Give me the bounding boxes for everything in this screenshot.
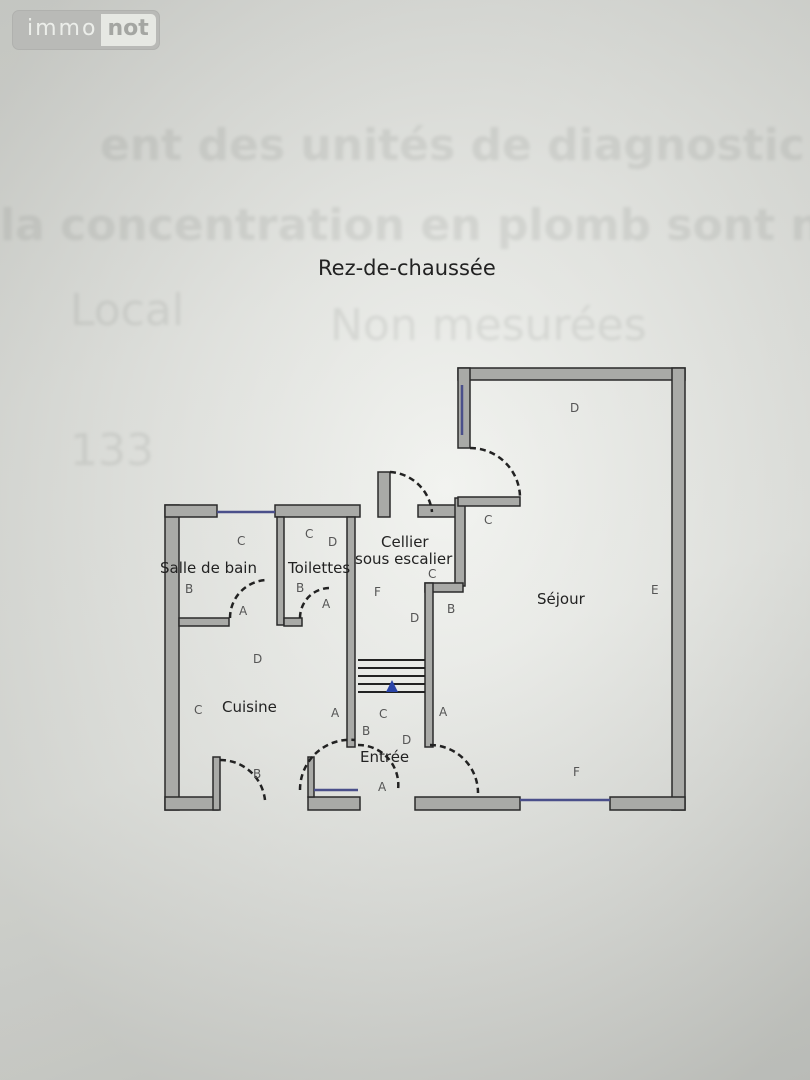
svg-text:C: C — [428, 567, 436, 581]
svg-text:C: C — [194, 703, 202, 717]
logo-part1: immo — [27, 16, 98, 41]
bleed-through-text: Local — [70, 285, 185, 336]
svg-text:D: D — [402, 733, 411, 747]
svg-text:F: F — [374, 585, 381, 599]
zone-labels: C B A C D B A C F D D C B E A F D C A B … — [185, 401, 659, 794]
stair-arrow-icon — [386, 680, 398, 692]
svg-text:C: C — [237, 534, 245, 548]
door-swings — [219, 446, 522, 801]
svg-text:B: B — [447, 602, 455, 616]
logo-part2: not — [101, 14, 156, 46]
svg-text:D: D — [328, 535, 337, 549]
staircase — [358, 659, 425, 693]
svg-text:A: A — [322, 597, 331, 611]
svg-text:C: C — [379, 707, 387, 721]
room-cuisine: Cuisine — [222, 698, 277, 716]
walls — [164, 367, 686, 811]
immonot-logo: immo not — [12, 10, 160, 50]
svg-text:B: B — [296, 581, 304, 595]
svg-text:E: E — [651, 583, 659, 597]
room-sejour: Séjour — [537, 590, 586, 608]
bleed-through-text: ent des unités de diagnostic — [100, 120, 805, 171]
room-cellier-sub: sous escalier — [355, 550, 453, 568]
svg-text:D: D — [570, 401, 579, 415]
svg-text:D: D — [253, 652, 262, 666]
svg-text:A: A — [378, 780, 387, 794]
svg-text:C: C — [484, 513, 492, 527]
svg-text:F: F — [573, 765, 580, 779]
windows — [217, 385, 610, 802]
bleed-through-text: Non mesurées — [330, 300, 647, 351]
svg-text:B: B — [362, 724, 370, 738]
room-entree: Entrée — [360, 748, 409, 766]
svg-text:D: D — [410, 611, 419, 625]
room-toilettes: Toilettes — [287, 559, 350, 577]
svg-text:A: A — [439, 705, 448, 719]
svg-text:B: B — [253, 767, 261, 781]
svg-text:B: B — [185, 582, 193, 596]
room-cellier: Cellier — [381, 533, 429, 551]
svg-text:A: A — [331, 706, 340, 720]
svg-text:A: A — [239, 604, 248, 618]
bleed-through-text: la concentration en plomb sont n — [0, 200, 810, 251]
svg-text:C: C — [305, 527, 313, 541]
bleed-through-text: 133 — [70, 425, 154, 476]
room-salle-de-bain: Salle de bain — [160, 559, 257, 577]
plan-title: Rez-de-chaussée — [318, 256, 496, 280]
